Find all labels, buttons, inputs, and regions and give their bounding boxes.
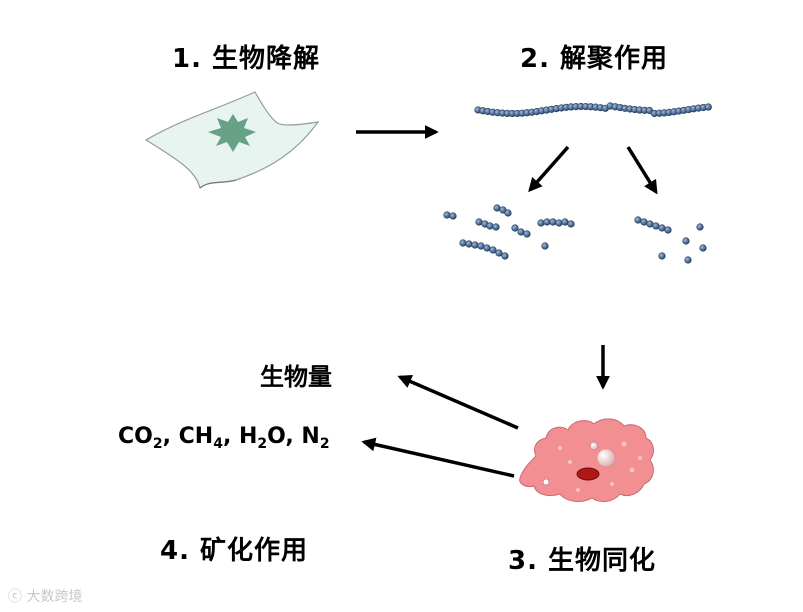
- biomass-label: 生物量: [260, 363, 332, 391]
- gas-products-label: CO2, CH4, H2O, N2: [118, 424, 330, 452]
- step-4-label: 4. 矿化作用: [160, 536, 309, 566]
- gas-formula: CO2,: [118, 424, 179, 452]
- arrow-cell-to-biomass: [397, 375, 519, 430]
- monomer-bead: [684, 256, 692, 264]
- monomer-bead: [465, 240, 473, 248]
- polymer-chain: [474, 102, 712, 118]
- monomer-bead: [699, 244, 707, 252]
- monomer-bead: [475, 218, 483, 226]
- monomer-bead: [449, 212, 457, 220]
- monomer-bead: [543, 218, 551, 226]
- monomer-bead: [664, 226, 672, 234]
- monomer-bead: [471, 241, 479, 249]
- monomer-bead: [486, 222, 494, 230]
- gas-formula: N2: [301, 424, 330, 452]
- arrow-polymer-to-fragments-right: [626, 146, 658, 195]
- monomer-bead: [549, 218, 557, 226]
- monomer-bead: [483, 244, 491, 252]
- monomer-bead: [555, 219, 563, 227]
- monomer-bead: [541, 242, 549, 250]
- monomer-bead: [477, 242, 485, 250]
- gas-formula: H2O,: [238, 424, 302, 452]
- watermark: ⓒ 大数跨境: [8, 589, 83, 605]
- arrow-polymer-to-fragments-left: [528, 145, 570, 193]
- monomer-bead: [634, 216, 642, 224]
- monomer-bead: [511, 224, 519, 232]
- monomer-bead: [459, 239, 467, 247]
- arrow-cell-to-gases: [361, 437, 515, 478]
- monomer-bead: [517, 228, 525, 236]
- polymer-fragments: [443, 204, 707, 264]
- monomer-bead: [561, 218, 569, 226]
- monomer-bead: [523, 230, 531, 238]
- monomer-bead: [652, 222, 660, 230]
- monomer-bead: [492, 223, 500, 231]
- monomer-bead: [443, 211, 451, 219]
- watermark-logo-icon: ⓒ: [8, 589, 22, 605]
- monomer-bead: [658, 252, 666, 260]
- monomer-bead: [696, 223, 704, 231]
- monomer-bead: [489, 246, 497, 254]
- monomer-bead: [493, 204, 501, 212]
- contaminant-stain: [208, 114, 256, 152]
- step-2-label: 2. 解聚作用: [520, 44, 669, 74]
- monomer-bead: [537, 219, 545, 227]
- monomer-bead: [646, 220, 654, 228]
- monomer-bead: [704, 103, 712, 111]
- gas-formula: CH4,: [178, 424, 239, 452]
- step-3-label: 3. 生物同化: [508, 546, 657, 576]
- monomer-bead: [504, 209, 512, 217]
- nucleus: [576, 467, 600, 481]
- monomer-bead: [495, 249, 503, 257]
- microbe-cell: [519, 418, 654, 502]
- monomer-bead: [658, 224, 666, 232]
- monomer-bead: [640, 218, 648, 226]
- monomer-bead: [501, 252, 509, 260]
- monomer-bead: [682, 237, 690, 245]
- step-1-label: 1. 生物降解: [172, 44, 321, 74]
- monomer-bead: [567, 220, 575, 228]
